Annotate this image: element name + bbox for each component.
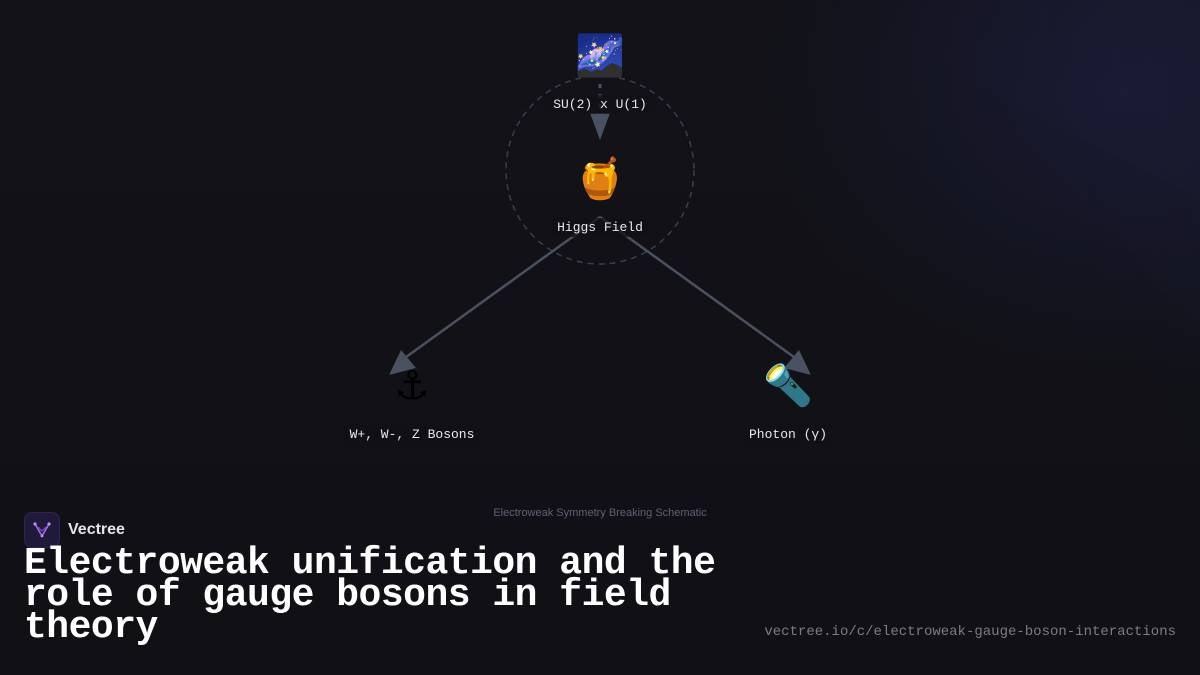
anchor-icon: ⚓ [394,363,430,409]
arrowhead-su2u1-to-higgs [590,113,610,140]
arrowhead-higgs-to-photon [784,350,811,375]
node-label-wz: W+, W-, Z Bosons [343,425,481,444]
edge-higgs-to-wz [401,215,601,362]
vectree-logo-icon [24,512,60,548]
milky-way-icon: 🌌 [575,33,625,79]
source-url[interactable]: vectree.io/c/electroweak-gauge-boson-int… [764,624,1176,640]
higgs-field-ring [505,75,695,265]
flashlight-icon: 🔦 [763,363,813,409]
diagram-caption: Electroweak Symmetry Breaking Schematic [493,507,707,519]
page-title: Electroweak unification and the role of … [24,542,716,649]
edge-higgs-to-photon [599,215,799,362]
node-label-photon: Photon (γ) [742,425,834,444]
brand-name: Vectree [68,521,125,538]
honey-pot-icon: 🍯 [575,156,625,202]
brand[interactable]: Vectree [24,512,125,548]
arrowhead-higgs-to-wz [389,350,416,375]
node-label-higgs: Higgs Field [551,218,649,237]
node-label-su2u1: SU(2) x U(1) [547,95,653,114]
